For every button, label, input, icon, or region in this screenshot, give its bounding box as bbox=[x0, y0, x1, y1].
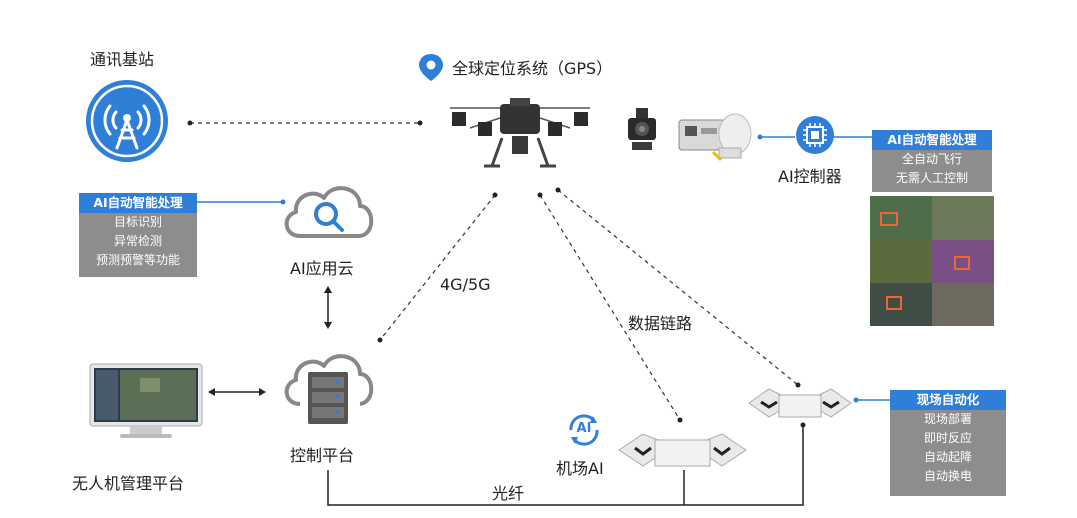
network-label: 4G/5G bbox=[440, 275, 491, 294]
drone-dock-icon bbox=[618, 433, 747, 467]
detection-box bbox=[886, 296, 902, 310]
panel-item: 自动起降 bbox=[923, 450, 972, 464]
drone-icon bbox=[450, 98, 590, 168]
panel-item: 自动换电 bbox=[923, 469, 972, 483]
ai-badge: AI bbox=[576, 421, 592, 436]
panel-item: 无需人工控制 bbox=[895, 171, 968, 185]
panel-title: AI自动智能处理 bbox=[79, 193, 197, 213]
monitor-icon bbox=[89, 363, 203, 438]
uav-platform-label: 无人机管理平台 bbox=[72, 474, 185, 493]
ai-cycle-icon bbox=[569, 414, 599, 446]
link-drone-airport2 bbox=[557, 189, 799, 386]
ai-processing-panel-analysis: AI自动智能处理 目标识别 异常检测 预测预警等功能 bbox=[79, 193, 197, 277]
panel-item: 全自动飞行 bbox=[901, 152, 962, 166]
antenna-icon bbox=[86, 80, 168, 162]
aerial-thumbnail bbox=[932, 196, 994, 240]
detection-box bbox=[954, 256, 970, 270]
gimbal-camera-icon bbox=[628, 108, 656, 150]
fiber-line bbox=[327, 425, 804, 506]
airport-ai-label: 机场AI bbox=[556, 459, 604, 478]
panel-item: 预测预警等功能 bbox=[95, 253, 180, 267]
drone-dock-icon bbox=[748, 388, 852, 418]
panel-item: 目标识别 bbox=[113, 215, 162, 229]
panel-item: 即时反应 bbox=[923, 431, 972, 445]
ai-processing-panel-flight: AI自动智能处理 全自动飞行 无需人工控制 bbox=[872, 130, 992, 192]
aerial-thumbnail bbox=[932, 240, 994, 283]
fiber-label: 光纤 bbox=[492, 484, 525, 503]
aerial-image-grid bbox=[870, 196, 994, 326]
aerial-thumbnail bbox=[870, 240, 932, 283]
detection-box bbox=[880, 212, 898, 226]
ai-cloud-label: AI应用云 bbox=[290, 259, 354, 278]
link-drone-airport1 bbox=[539, 194, 681, 421]
control-platform-label: 控制平台 bbox=[290, 446, 355, 465]
panel-title: 现场自动化 bbox=[890, 390, 1006, 410]
ai-controller-label: AI控制器 bbox=[778, 167, 842, 186]
chip-icon bbox=[796, 116, 834, 154]
base-station-label: 通讯基站 bbox=[90, 50, 155, 69]
cloud-search-icon bbox=[284, 186, 374, 238]
location-pin-icon bbox=[419, 54, 443, 81]
panel-item: 异常检测 bbox=[113, 234, 162, 248]
link-drone-platform bbox=[379, 194, 496, 341]
panel-item: 现场部署 bbox=[923, 412, 972, 426]
cloud-server-icon bbox=[284, 354, 374, 424]
aerial-thumbnail bbox=[932, 283, 994, 326]
onsite-automation-panel: 现场自动化 现场部署 即时反应 自动起降 自动换电 bbox=[890, 390, 1006, 496]
ai-module-icon bbox=[678, 113, 752, 162]
gps-label: 全球定位系统（GPS） bbox=[452, 59, 613, 78]
panel-title: AI自动智能处理 bbox=[872, 130, 992, 150]
data-link-label: 数据链路 bbox=[628, 314, 693, 333]
